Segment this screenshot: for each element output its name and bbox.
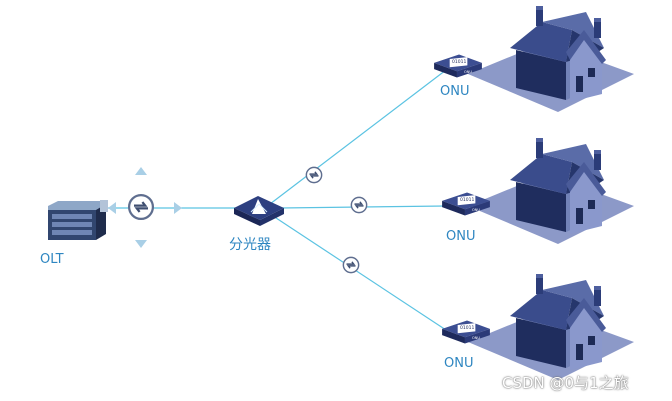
onu-badge-bottom: 01011 [460,325,474,331]
fiber-links [108,69,447,331]
watermark: CSDN @0与1之旅 [502,374,629,392]
fiber-splitter-onu-top [269,69,447,205]
direction-arrows [108,167,182,248]
onu-sub-top: ONU [464,70,472,74]
onu-badge-middle: 01011 [460,197,474,203]
splitter-device-icon [234,196,284,226]
house-icon-bottom [468,274,634,380]
sync-icon-middle-branch [350,196,368,214]
onu-label-top: ONU [440,84,470,99]
onu-badge-top: 01011 [452,59,466,65]
arrow-left-icon [108,202,116,214]
olt-label: OLT [40,252,64,267]
fiber-splitter-onu-bottom [269,213,447,331]
splitter-label: 分光器 [229,237,271,253]
sync-icon-top-branch [305,166,323,184]
onu-label-bottom: ONU [444,356,474,371]
onu-label-middle: ONU [446,229,476,244]
house-icon-top [468,6,634,112]
arrow-down-icon [135,240,147,248]
onu-sub-bottom: ONU [472,336,480,340]
arrow-right-icon [174,202,182,214]
sync-icon-bottom-branch [342,256,360,274]
olt-device-icon [48,200,108,240]
house-icon-middle [468,138,634,244]
sync-icon-olt [127,193,155,221]
arrow-up-icon [135,167,147,175]
onu-sub-middle: ONU [472,208,480,212]
